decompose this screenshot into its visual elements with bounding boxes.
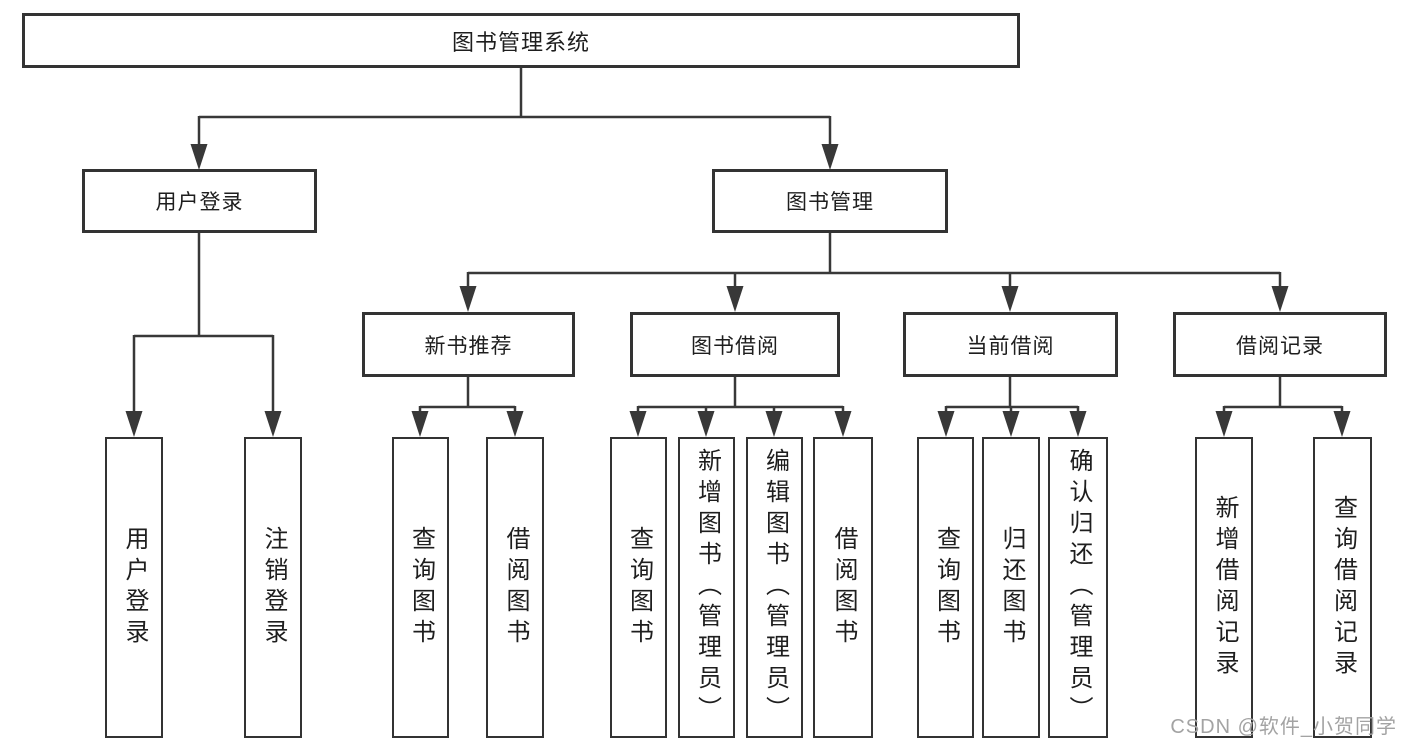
arrowhead-nb-leaf1 (411, 411, 429, 437)
arrowhead-user-login (190, 144, 208, 170)
leaf-query-books-3-label: 查询图书 (932, 525, 960, 650)
arrowhead-nb-leaf2 (506, 411, 524, 437)
node-user-login: 用户登录 (82, 169, 317, 233)
leaf-logout: 注销登录 (244, 437, 302, 738)
arrowhead-bb-leaf3 (765, 411, 783, 437)
node-current-borrowing: 当前借阅 (903, 312, 1118, 377)
leaf-edit-books-admin-label: 编辑图书（管理员） (761, 448, 789, 727)
leaf-borrow-books-1-label: 借阅图书 (502, 525, 529, 650)
leaf-user-login: 用户登录 (105, 437, 163, 738)
arrowhead-br-leaf1 (1215, 411, 1233, 437)
arrowhead-book-management (821, 144, 839, 170)
leaf-logout-label: 注销登录 (260, 525, 287, 650)
leaf-query-books-2: 查询图书 (610, 437, 667, 738)
leaf-query-books-2-label: 查询图书 (625, 525, 653, 650)
leaf-query-borrow-record: 查询借阅记录 (1313, 437, 1372, 738)
arrowhead-l3-3 (1001, 286, 1019, 312)
leaf-confirm-return-admin-label: 确认归还（管理员） (1065, 448, 1092, 727)
leaf-confirm-return-admin: 确认归还（管理员） (1048, 437, 1108, 738)
arrowhead-bb-leaf2 (697, 411, 715, 437)
leaf-borrow-books-1: 借阅图书 (486, 437, 544, 738)
node-book-management: 图书管理 (712, 169, 948, 233)
leaf-query-borrow-record-label: 查询借阅记录 (1329, 494, 1357, 681)
arrowhead-bb-leaf1 (629, 411, 647, 437)
arrowhead-cb-leaf2 (1002, 411, 1020, 437)
arrowhead-ul-leaf2 (264, 411, 282, 437)
leaf-add-borrow-record-label: 新增借阅记录 (1211, 494, 1238, 681)
node-book-borrowing: 图书借阅 (630, 312, 840, 377)
csdn-watermark: CSDN @软件_小贺同学 (1170, 716, 1397, 738)
arrowhead-l3-1 (459, 286, 477, 312)
leaf-query-books-3: 查询图书 (917, 437, 974, 738)
arrowhead-br-leaf2 (1333, 411, 1351, 437)
leaf-query-books-1-label: 查询图书 (407, 525, 435, 650)
node-new-book-recommend: 新书推荐 (362, 312, 575, 377)
node-root-library-management-system: 图书管理系统 (22, 13, 1020, 68)
leaf-edit-books-admin: 编辑图书（管理员） (746, 437, 803, 738)
leaf-return-books-label: 归还图书 (998, 525, 1025, 650)
leaf-user-login-label: 用户登录 (121, 525, 148, 650)
leaf-add-books-admin-label: 新增图书（管理员） (693, 448, 721, 727)
arrowhead-cb-leaf3 (1069, 411, 1087, 437)
arrowhead-l3-4 (1271, 286, 1289, 312)
arrowhead-ul-leaf1 (125, 411, 143, 437)
arrowhead-bb-leaf4 (834, 411, 852, 437)
leaf-add-borrow-record: 新增借阅记录 (1195, 437, 1253, 738)
leaf-borrow-books-2: 借阅图书 (813, 437, 873, 738)
leaf-query-books-1: 查询图书 (392, 437, 449, 738)
leaf-borrow-books-2-label: 借阅图书 (830, 525, 857, 650)
arrowhead-l3-2 (726, 286, 744, 312)
arrowhead-cb-leaf1 (937, 411, 955, 437)
node-borrowing-records: 借阅记录 (1173, 312, 1387, 377)
leaf-return-books: 归还图书 (982, 437, 1040, 738)
leaf-add-books-admin: 新增图书（管理员） (678, 437, 735, 738)
